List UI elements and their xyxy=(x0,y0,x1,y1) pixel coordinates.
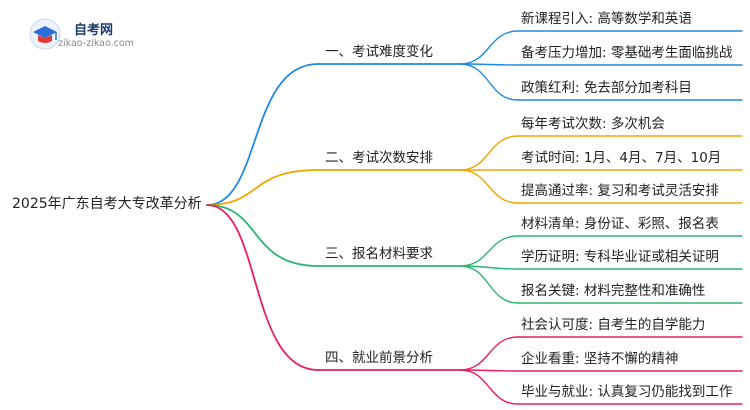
leaf-connector xyxy=(459,369,519,405)
leaf-label: 毕业与就业: 认真复习仍能找到工作 xyxy=(521,384,733,400)
logo-title: 自考网 xyxy=(74,23,114,38)
site-logo: 自考网 zikao-zikao.com xyxy=(28,15,148,55)
root-connector xyxy=(206,204,319,267)
leaf-label: 材料清单: 身份证、彩照、报名表 xyxy=(521,216,719,232)
root-connector xyxy=(206,169,319,206)
leaf-label: 考试时间: 1月、4月、7月、10月 xyxy=(521,150,722,166)
leaf-label: 备考压力增加: 零基础考生面临挑战 xyxy=(521,45,733,61)
leaf-connector xyxy=(459,169,519,204)
branch-label: 四、就业前景分析 xyxy=(325,350,433,366)
root-connector xyxy=(206,204,319,371)
leaf-label: 提高通过率: 复习和考试灵活安排 xyxy=(521,183,719,199)
root-topic: 2025年广东自考大专改革分析 xyxy=(12,196,202,212)
leaf-connector xyxy=(459,135,519,171)
leaf-label: 学历证明: 专科毕业证或相关证明 xyxy=(521,249,719,265)
leaf-connector xyxy=(459,30,519,65)
leaf-connector xyxy=(459,63,519,101)
logo-url: zikao-zikao.com xyxy=(58,38,134,49)
branch-label: 一、考试难度变化 xyxy=(325,44,433,60)
leaf-label: 新课程引入: 高等数学和英语 xyxy=(521,11,692,27)
root-connector xyxy=(206,63,319,206)
leaf-connector xyxy=(459,336,519,371)
branch-label: 二、考试次数安排 xyxy=(325,150,433,166)
graduation-cap-icon xyxy=(29,18,61,50)
branch-label: 三、报名材料要求 xyxy=(325,246,433,262)
leaf-connector xyxy=(459,265,519,304)
leaf-label: 社会认可度: 自考生的自学能力 xyxy=(521,317,706,333)
leaf-label: 报名关键: 材料完整性和准确性 xyxy=(521,283,706,299)
leaf-label: 政策红利: 免去部分加考科目 xyxy=(521,80,692,96)
leaf-connector xyxy=(459,235,519,267)
leaf-label: 企业看重: 坚持不懈的精神 xyxy=(521,351,679,367)
leaf-label: 每年考试次数: 多次机会 xyxy=(521,116,665,132)
